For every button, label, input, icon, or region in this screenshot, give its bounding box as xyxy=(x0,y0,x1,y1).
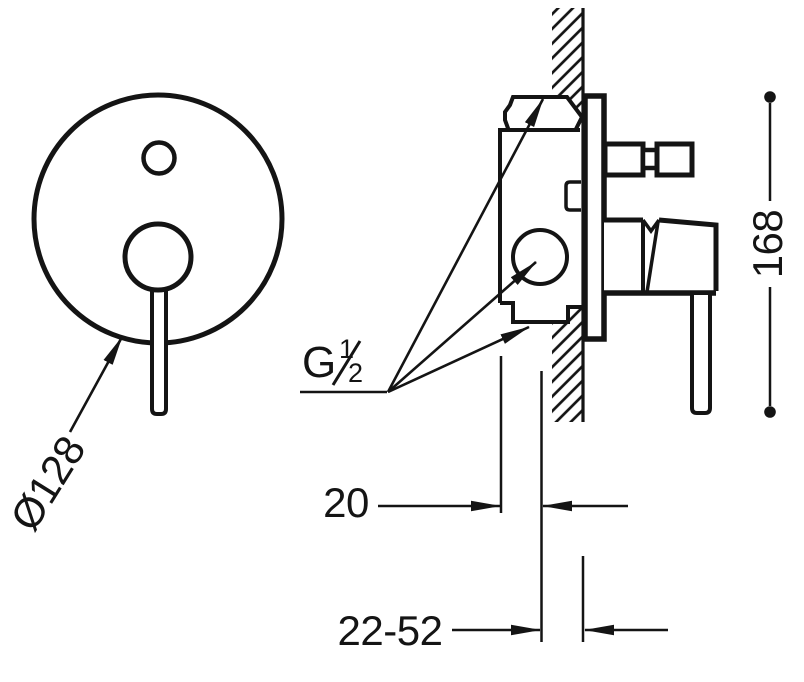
handle-hub-circle xyxy=(122,221,194,293)
leader-arrow-cartridge xyxy=(387,261,537,393)
dimension-dot-top xyxy=(764,91,776,103)
thread-fraction-slash xyxy=(331,340,362,386)
dimension-total-height-text: 168 xyxy=(744,210,791,279)
dimension-wall-offset-text: 20 xyxy=(323,479,369,526)
thread-leader-arrows xyxy=(386,98,545,394)
dimension-wall-offset: 20 xyxy=(323,356,628,642)
front-lever-bar xyxy=(150,268,168,416)
handle-lever-bar xyxy=(690,295,712,415)
diverter-button-circle xyxy=(141,140,177,176)
inlet-fitting xyxy=(503,95,585,133)
thread-label-denominator: 2 xyxy=(348,358,363,388)
dimension-depth-range-text: 22-52 xyxy=(338,607,443,654)
side-port-tab xyxy=(564,180,581,212)
side-view: G 1 2 20 22-52 168 xyxy=(300,8,791,654)
handle-body-fill xyxy=(604,220,716,293)
handle-assembly xyxy=(604,217,719,415)
handle-grip-outline xyxy=(658,217,719,291)
handle-slant-line xyxy=(645,221,660,293)
escutcheon-plate xyxy=(582,93,607,342)
front-view: Ø128 xyxy=(1,92,285,538)
thread-label-prefix: G xyxy=(302,338,336,387)
outlet-connector xyxy=(602,141,695,178)
diameter-leader-arrow xyxy=(68,336,124,433)
diameter-label: Ø128 xyxy=(1,428,94,538)
dimension-dot-bottom xyxy=(764,406,776,418)
valve-body-outline xyxy=(498,128,583,324)
dimension-depth-range: 22-52 xyxy=(338,556,668,654)
leader-arrow-top-inlet xyxy=(386,98,545,393)
thread-size-label: G 1 2 xyxy=(300,334,387,394)
dimension-total-height: 168 xyxy=(744,91,791,418)
leader-arrow-bottom-outlet xyxy=(387,325,530,394)
